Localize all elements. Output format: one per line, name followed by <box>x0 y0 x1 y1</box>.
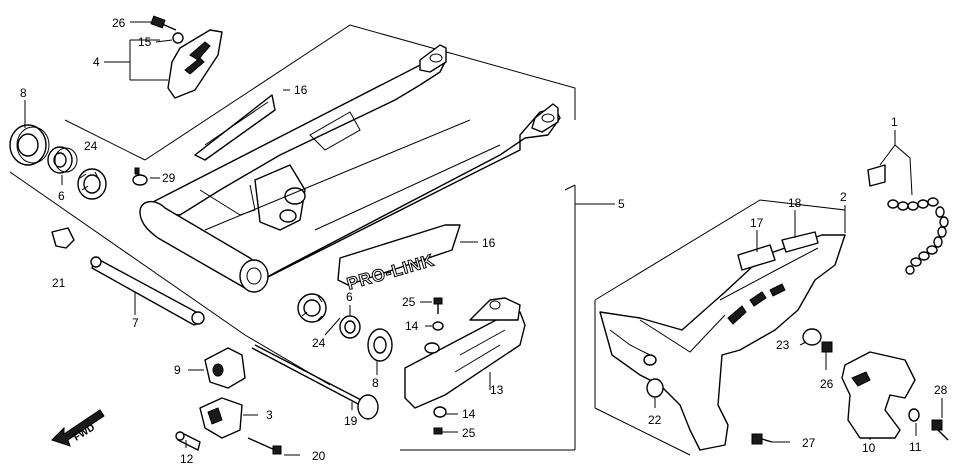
bushing-6-right <box>339 315 361 339</box>
callout-15: 15 <box>138 35 152 49</box>
chain-slider-9 <box>204 347 246 389</box>
pivot-bolt-19 <box>251 344 379 420</box>
bolt-29 <box>132 167 148 186</box>
callout-23: 23 <box>776 338 790 352</box>
fwd-arrow: FWD <box>51 409 105 447</box>
callout-13: 13 <box>490 383 504 397</box>
callout-17: 17 <box>750 216 764 230</box>
leader-lines <box>24 21 943 456</box>
callout-9: 9 <box>174 363 181 377</box>
callout-6-left: 6 <box>58 189 65 203</box>
pro-link-decal: PRO-LINK <box>337 224 461 294</box>
bushing-6-left <box>47 146 78 174</box>
assembly-outline-lines <box>9 24 846 456</box>
collar-12 <box>175 431 201 451</box>
callout-16-upper: 16 <box>294 83 308 97</box>
washer-14-bottom <box>433 406 447 418</box>
bolt-25-bottom <box>433 427 443 435</box>
callout-6-right: 6 <box>346 290 353 304</box>
bolt-27 <box>751 433 773 445</box>
decal-18 <box>781 231 819 253</box>
needle-bearing-24-right <box>297 293 327 323</box>
bolt-28 <box>931 419 949 441</box>
callout-8-left: 8 <box>20 86 27 100</box>
decal-17 <box>737 244 776 271</box>
dust-seal-8-right <box>367 328 393 362</box>
callout-11: 11 <box>909 440 922 454</box>
callout-1: 1 <box>891 115 898 129</box>
callout-25-bottom: 25 <box>462 426 476 440</box>
callout-10: 10 <box>862 441 876 455</box>
callout-7: 7 <box>132 316 139 330</box>
decal-upper <box>194 94 276 161</box>
callout-29: 29 <box>162 171 176 185</box>
dust-seal-8-left <box>9 124 50 166</box>
pivot-pipe-7 <box>90 256 205 326</box>
cap-21 <box>51 227 75 249</box>
bolt-25-top <box>433 297 443 314</box>
callout-25-top: 25 <box>402 295 416 309</box>
callout-16-lower: 16 <box>482 236 496 250</box>
callout-26-top: 26 <box>112 16 126 30</box>
washer-14-top <box>432 321 444 331</box>
shock-link-13 <box>404 297 526 409</box>
swingarm <box>139 44 561 293</box>
callout-5: 5 <box>618 197 625 211</box>
callout-24-right: 24 <box>312 336 326 350</box>
chain-guide-10 <box>841 351 916 439</box>
callout-3: 3 <box>266 408 273 422</box>
callout-4: 4 <box>93 55 100 69</box>
callout-24-left: 24 <box>84 139 98 153</box>
callout-14-top: 14 <box>405 319 419 333</box>
washer-15 <box>172 32 184 44</box>
callout-27: 27 <box>802 436 816 450</box>
callout-28: 28 <box>934 383 948 397</box>
bolt-26-right <box>821 341 833 353</box>
callout-26-right: 26 <box>820 377 834 391</box>
adjuster-bracket-3 <box>199 397 243 439</box>
drive-chain-1 <box>867 164 949 275</box>
grommet-23 <box>802 328 822 346</box>
callout-14-bottom: 14 <box>462 407 476 421</box>
washer-11 <box>908 408 920 422</box>
bolt-20 <box>247 437 282 455</box>
grommet-22 <box>646 378 664 398</box>
callout-18: 18 <box>788 196 802 210</box>
callout-12: 12 <box>180 452 194 466</box>
callout-21: 21 <box>52 276 66 290</box>
callout-8-right: 8 <box>372 376 379 390</box>
callout-22: 22 <box>648 413 662 427</box>
callout-19: 19 <box>344 414 358 428</box>
callout-labels: 26 15 4 16 8 24 6 29 21 7 16 5 1 2 18 17… <box>20 16 948 466</box>
needle-bearing-24-left <box>77 168 107 200</box>
callout-2: 2 <box>840 190 847 204</box>
callout-20: 20 <box>312 449 326 463</box>
chain-guide <box>167 29 223 99</box>
fwd-label: FWD <box>72 422 97 443</box>
bolt-26-top <box>150 15 177 31</box>
